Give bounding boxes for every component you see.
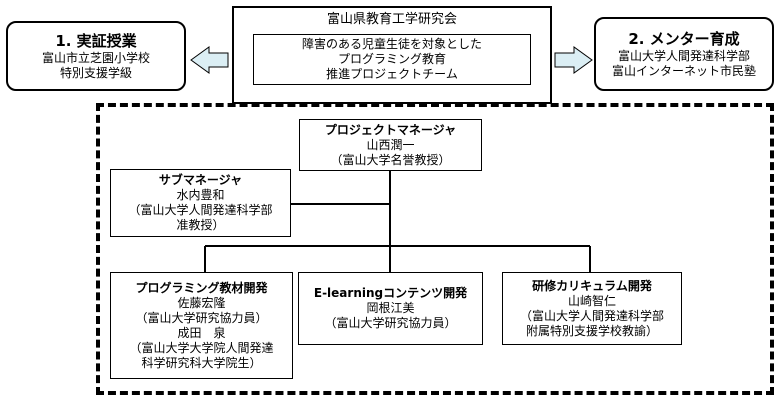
team-elearning-member: 岡根江美 <box>366 301 415 315</box>
project-team-line-2: プログラミング教育 <box>337 52 446 66</box>
mentor-training-title: 2. メンター育成 <box>628 30 740 48</box>
project-team-inner-box: 障害のある児童生徒を対象とした プログラミング教育 推進プロジェクトチーム <box>253 34 531 85</box>
project-manager-box: プロジェクトマネージャ 山西潤一 （富山大学名誉教授） <box>299 119 482 171</box>
project-team-line-1: 障害のある児童生徒を対象とした <box>301 37 482 51</box>
team-materials-box: プログラミング教材開発 佐藤宏隆 （富山大学研究協力員） 成田 泉 （富山大学大… <box>110 272 293 379</box>
demo-class-line-2: 特別支援学級 <box>59 66 132 80</box>
project-team-box: 富山県教育工学研究会 障害のある児童生徒を対象とした プログラミング教育 推進プ… <box>232 6 552 104</box>
sub-manager-affiliation-1: （富山大学人間発達科学部 <box>128 203 273 217</box>
team-materials-member-2: 成田 泉 <box>177 325 226 340</box>
demo-class-line-1: 富山市立芝園小学校 <box>41 51 150 65</box>
right-arrow <box>554 46 593 74</box>
mentor-training-line-2: 富山インターネット市民塾 <box>611 64 756 78</box>
left-arrow <box>190 46 229 74</box>
project-manager-name: 山西潤一 <box>366 137 415 152</box>
project-team-line-3: 推進プロジェクトチーム <box>326 67 458 81</box>
team-structure-frame <box>96 103 774 395</box>
team-elearning-affiliation: （富山大学研究協力員） <box>324 316 457 330</box>
team-materials-affiliation-2b: 科学研究科大学院生） <box>141 355 262 370</box>
project-manager-title: プロジェクトマネージャ <box>324 122 457 137</box>
team-curriculum-title: 研修カリキュラム開発 <box>532 278 652 293</box>
demo-class-title: 1. 実証授業 <box>55 32 137 50</box>
team-elearning-title: E-learningコンテンツ開発 <box>313 286 468 300</box>
demo-class-box: 1. 実証授業 富山市立芝園小学校 特別支援学級 <box>6 21 186 91</box>
team-materials-affiliation-2a: （富山大学大学院人間発達 <box>129 340 274 355</box>
mentor-training-line-1: 富山大学人間発達科学部 <box>617 49 750 63</box>
team-curriculum-member: 山崎智仁 <box>567 293 616 308</box>
team-curriculum-affiliation-1: （富山大学人間発達科学部 <box>519 308 664 323</box>
sub-manager-affiliation-2: 准教授） <box>176 218 225 232</box>
team-materials-member-1: 佐藤宏隆 <box>177 295 226 310</box>
team-materials-title: プログラミング教材開発 <box>135 280 268 295</box>
sub-manager-box: サブマネージャ 水内豊和 （富山大学人間発達科学部 准教授） <box>110 169 291 237</box>
sub-manager-name: 水内豊和 <box>176 188 225 202</box>
team-materials-affiliation-1: （富山大学研究協力員） <box>135 310 268 325</box>
organization-name: 富山県教育工学研究会 <box>326 12 457 27</box>
sub-manager-title: サブマネージャ <box>158 173 243 187</box>
project-manager-affiliation: （富山大学名誉教授） <box>330 152 451 167</box>
team-curriculum-box: 研修カリキュラム開発 山崎智仁 （富山大学人間発達科学部 附属特別支援学校教諭） <box>502 272 682 345</box>
team-elearning-box: E-learningコンテンツ開発 岡根江美 （富山大学研究協力員） <box>298 272 483 345</box>
team-curriculum-affiliation-2: 附属特別支援学校教諭） <box>525 323 658 338</box>
mentor-training-box: 2. メンター育成 富山大学人間発達科学部 富山インターネット市民塾 <box>594 17 774 91</box>
